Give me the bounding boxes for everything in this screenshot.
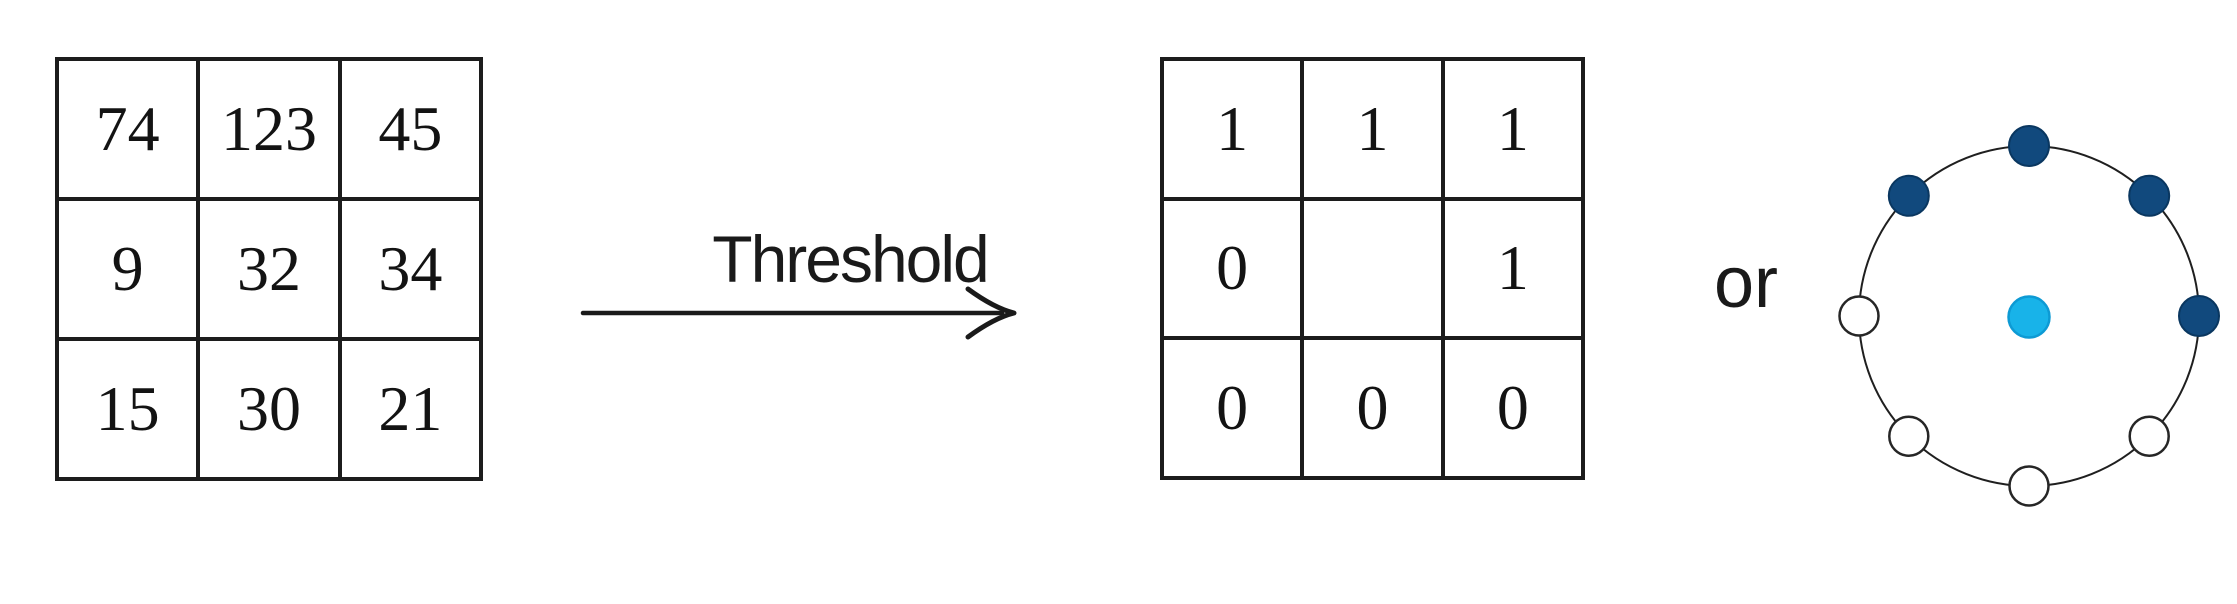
table-row: 1 1 1	[1159, 57, 1586, 201]
grid-cell: 21	[337, 337, 484, 481]
grid-cell: 45	[337, 57, 484, 201]
table-row: 0 0 0	[1159, 336, 1586, 480]
neighbor-dot-top-right	[2128, 174, 2171, 217]
neighbor-dot-top-left	[1887, 174, 1930, 217]
grid-cell: 30	[196, 337, 342, 481]
output-binary-grid: 1 1 1 0 1 0 0 0	[1159, 57, 1586, 480]
table-row: 9 32 34	[54, 197, 484, 341]
grid-cell: 74	[54, 57, 201, 201]
grid-cell: 1	[1440, 57, 1586, 201]
arrow-head	[965, 286, 1017, 340]
center-pixel-dot	[2007, 295, 2051, 339]
grid-cell-center-empty	[1300, 196, 1445, 341]
neighbor-dot-bottom-left	[1888, 415, 1930, 457]
lbp-circle-diagram	[1838, 125, 2220, 507]
grid-cell: 0	[1300, 336, 1445, 480]
or-label: or	[1714, 243, 1779, 323]
neighbor-dot-left	[1838, 295, 1880, 337]
grid-cell: 1	[1440, 196, 1586, 341]
table-row: 74 123 45	[54, 57, 484, 201]
neighbor-dot-top	[2008, 125, 2050, 167]
table-row: 0 1	[1159, 196, 1586, 341]
table-row: 15 30 21	[54, 337, 484, 481]
grid-cell: 0	[1440, 336, 1586, 480]
neighbor-dot-right	[2178, 295, 2220, 337]
grid-cell: 15	[54, 337, 201, 481]
threshold-label: Threshold	[712, 222, 990, 296]
grid-cell: 34	[337, 197, 484, 341]
grid-cell: 1	[1300, 57, 1445, 201]
grid-cell: 9	[54, 197, 201, 341]
threshold-arrow-icon	[580, 286, 1017, 340]
grid-cell: 1	[1159, 57, 1305, 201]
neighbor-dot-bottom	[2008, 465, 2050, 507]
grid-cell: 0	[1159, 336, 1305, 480]
input-pixel-grid: 74 123 45 9 32 34 15 30 21	[54, 57, 484, 481]
grid-cell: 32	[196, 197, 342, 341]
grid-cell: 123	[196, 57, 342, 201]
neighbor-dot-bottom-right	[2128, 415, 2170, 457]
grid-cell: 0	[1159, 196, 1305, 341]
